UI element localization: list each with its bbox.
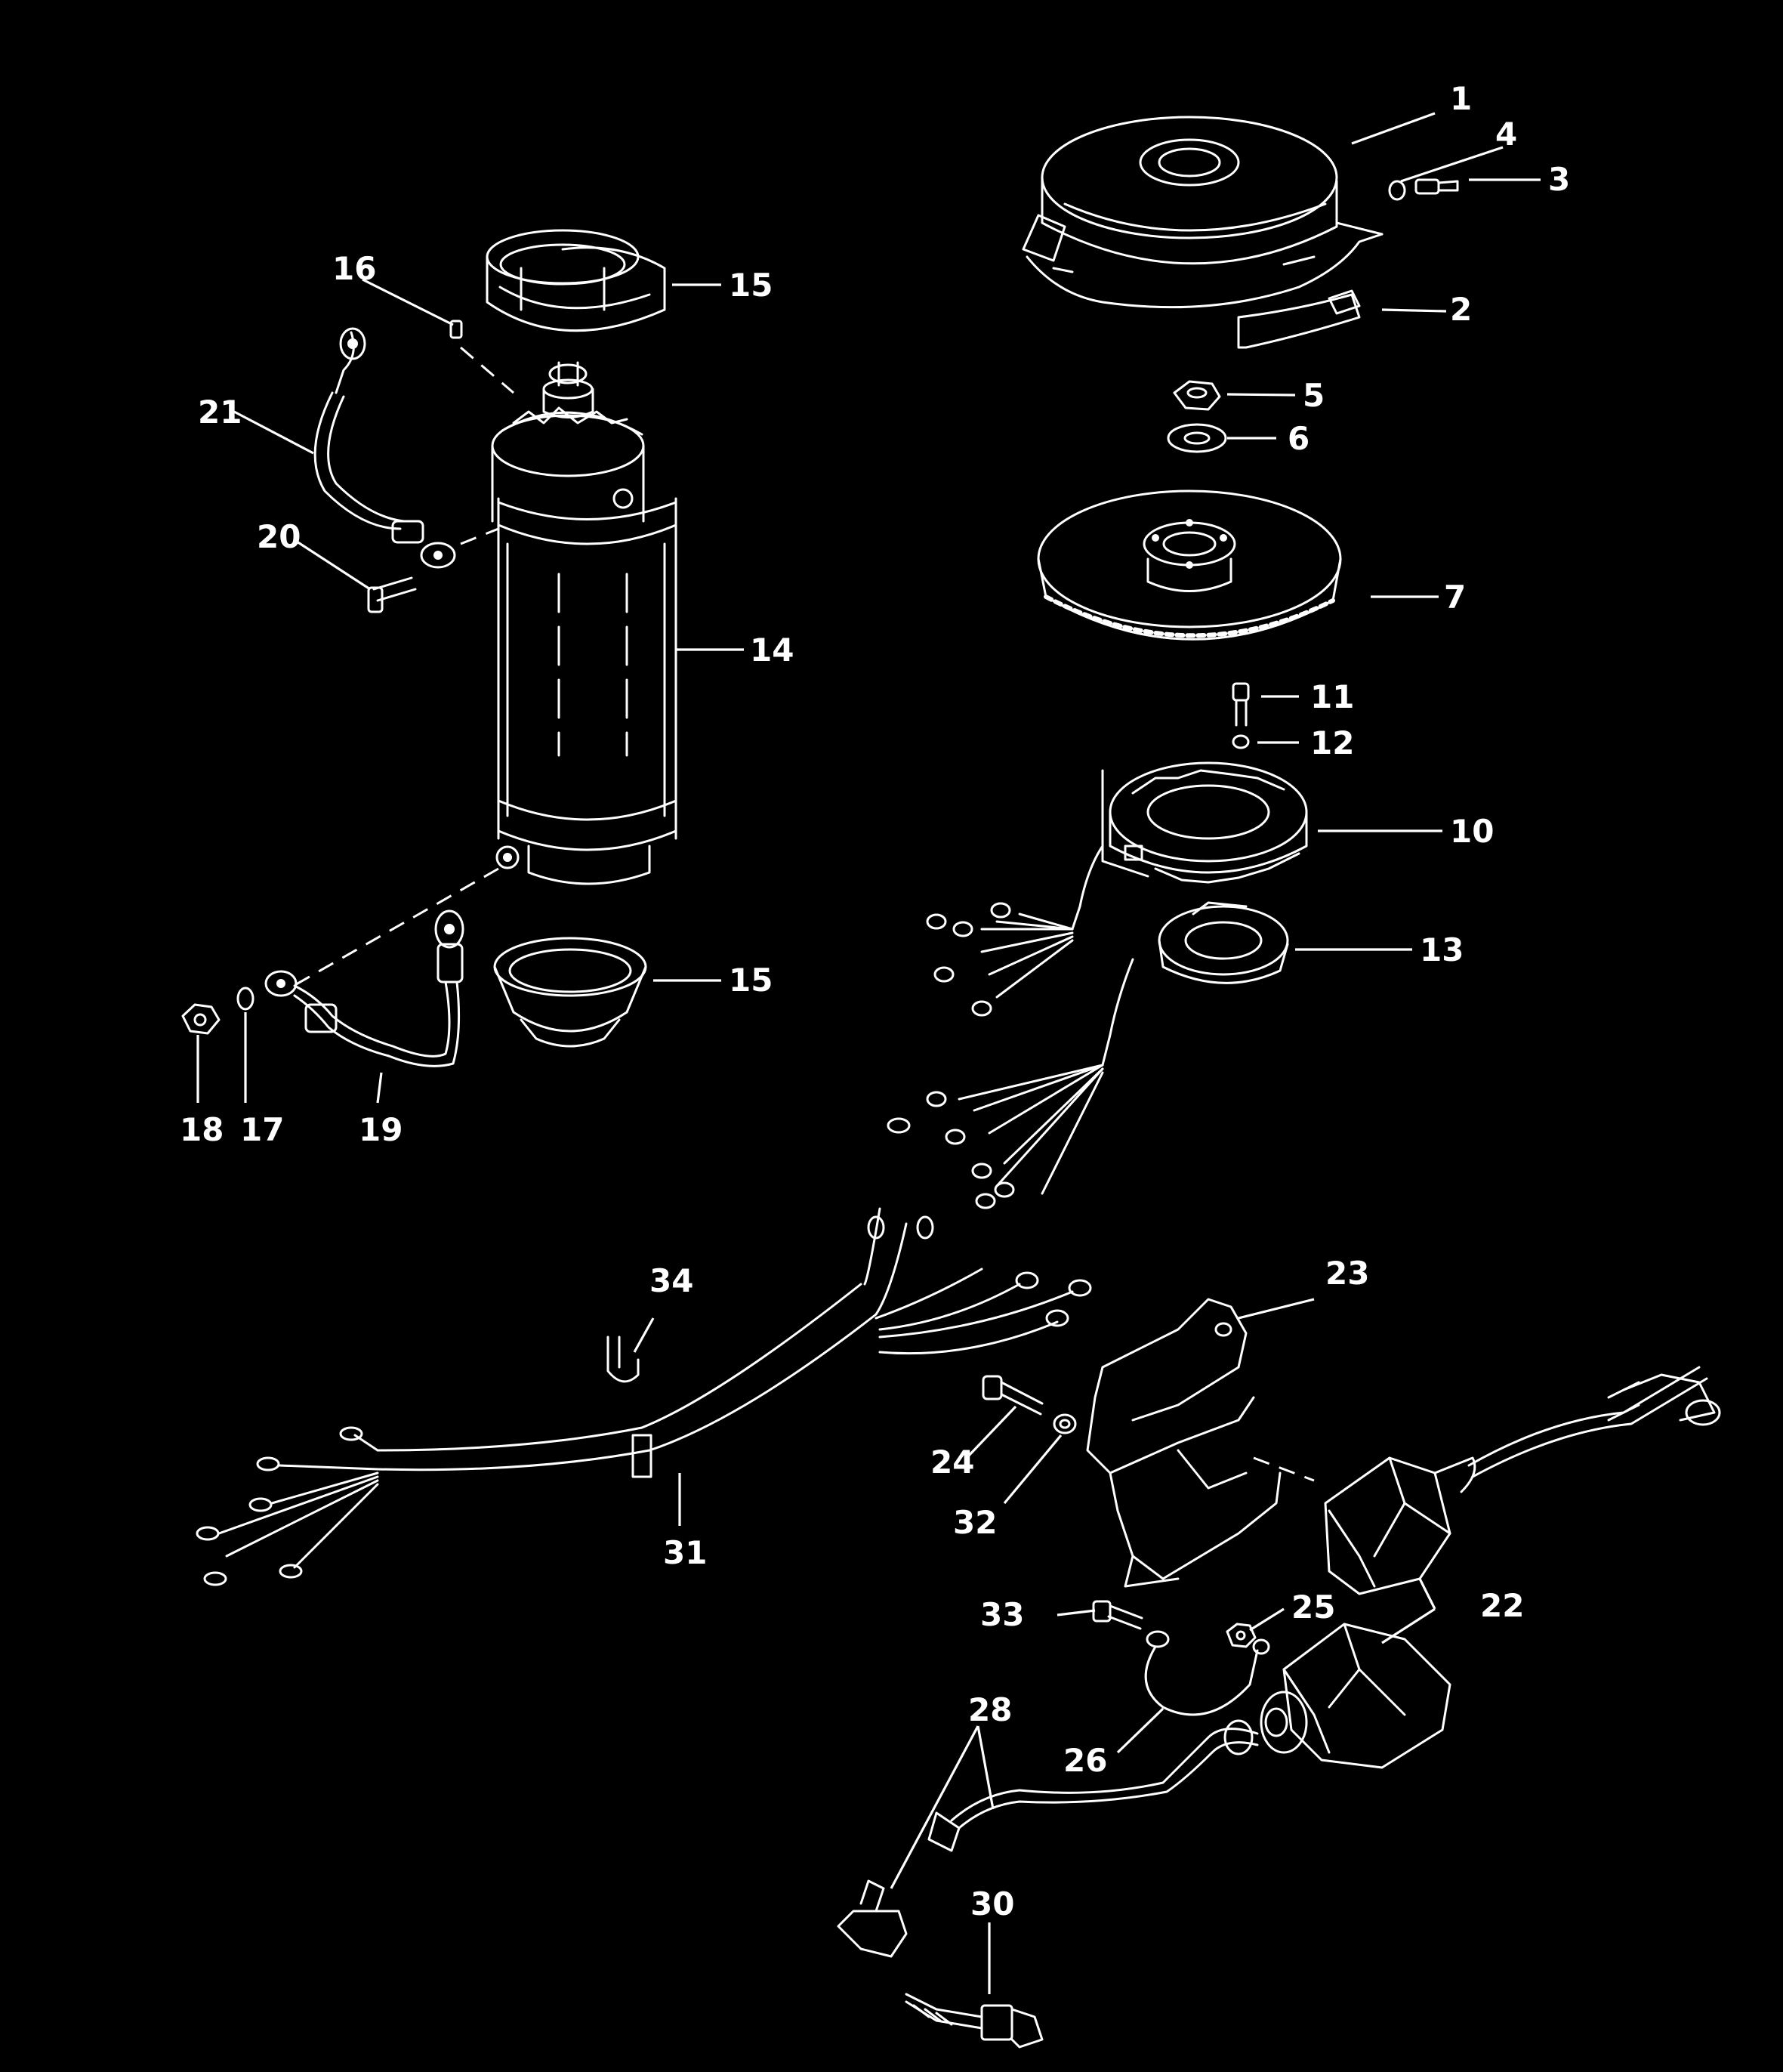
callout-19: 19 bbox=[359, 1111, 403, 1148]
callout-6: 6 bbox=[1288, 420, 1309, 457]
flywheel-7 bbox=[1037, 489, 1342, 641]
callout-26: 26 bbox=[1063, 1742, 1107, 1779]
callout-11: 11 bbox=[1310, 678, 1354, 715]
spark-plug-30 bbox=[905, 1993, 1044, 2049]
callout-18: 18 bbox=[180, 1111, 224, 1148]
coil-bracket-23 bbox=[1086, 1298, 1282, 1588]
callout-4: 4 bbox=[1495, 116, 1517, 153]
callout-10: 10 bbox=[1450, 813, 1494, 850]
callout-labels: 1 4 3 2 5 6 7 11 12 10 13 16 15 21 20 14… bbox=[180, 80, 1570, 1922]
callout-14: 14 bbox=[750, 631, 794, 669]
assembly-line-21 bbox=[460, 527, 499, 545]
callout-5: 5 bbox=[1303, 377, 1325, 414]
trigger-wire-leads bbox=[887, 1064, 1104, 1209]
callout-31: 31 bbox=[663, 1534, 707, 1571]
positive-cable-21 bbox=[313, 327, 456, 569]
clip-34 bbox=[606, 1336, 640, 1383]
callout-13: 13 bbox=[1420, 931, 1464, 968]
bolt-24 bbox=[982, 1375, 1044, 1416]
leader-lines bbox=[196, 112, 1541, 1994]
washer-12 bbox=[1232, 734, 1250, 749]
assembly-line-23 bbox=[1253, 1456, 1315, 1482]
ignition-coil-lower bbox=[1260, 1623, 1451, 1769]
callout-7: 7 bbox=[1444, 579, 1466, 616]
ground-wire-26 bbox=[1144, 1630, 1270, 1716]
nut-18 bbox=[181, 1003, 221, 1035]
callout-23: 23 bbox=[1325, 1255, 1369, 1292]
flywheel-cover bbox=[1022, 116, 1384, 309]
ignition-coil-upper bbox=[1324, 1366, 1721, 1595]
assembly-line-19 bbox=[286, 867, 499, 991]
starter-motor bbox=[491, 361, 677, 885]
screw-11 bbox=[1232, 682, 1250, 727]
screw-20 bbox=[367, 576, 417, 613]
washer-32 bbox=[1053, 1413, 1077, 1434]
stator-10 bbox=[1071, 761, 1308, 931]
callout-12: 12 bbox=[1310, 724, 1354, 761]
callout-28: 28 bbox=[968, 1691, 1012, 1728]
callout-17: 17 bbox=[240, 1111, 284, 1148]
washer-4 bbox=[1388, 180, 1406, 201]
timing-plate-2 bbox=[1237, 289, 1361, 349]
stator-wire-leads bbox=[926, 902, 1074, 1017]
trigger-13 bbox=[1101, 901, 1289, 1067]
callout-25: 25 bbox=[1291, 1589, 1335, 1626]
callout-3: 3 bbox=[1548, 161, 1570, 198]
screw-33 bbox=[1092, 1600, 1143, 1630]
starter-top-cap bbox=[486, 229, 666, 332]
callout-20: 20 bbox=[257, 518, 301, 555]
callout-21: 21 bbox=[198, 394, 242, 431]
callout-33: 33 bbox=[980, 1596, 1024, 1633]
callout-16: 16 bbox=[332, 250, 376, 287]
callout-22: 22 bbox=[1480, 1587, 1524, 1624]
callout-24: 24 bbox=[930, 1444, 974, 1481]
nut-5 bbox=[1173, 380, 1221, 411]
washer-6 bbox=[1167, 423, 1227, 453]
callout-34: 34 bbox=[649, 1262, 693, 1299]
callout-15-bottom: 15 bbox=[729, 962, 773, 999]
starter-bottom-cap bbox=[493, 937, 647, 1048]
callout-1: 1 bbox=[1450, 80, 1472, 117]
negative-cable-19 bbox=[264, 909, 464, 1067]
callout-2: 2 bbox=[1450, 291, 1472, 328]
nut-25 bbox=[1226, 1623, 1257, 1648]
clip-part-16 bbox=[449, 320, 463, 339]
wiring-harness-31 bbox=[196, 1207, 1092, 1586]
spark-plug-lead-28 bbox=[837, 1719, 1259, 1958]
screw-3 bbox=[1414, 178, 1459, 195]
assembly-line-16 bbox=[460, 346, 514, 394]
lock-washer-17 bbox=[236, 987, 254, 1011]
callout-30: 30 bbox=[970, 1885, 1014, 1922]
callout-15-top: 15 bbox=[729, 267, 773, 304]
callout-32: 32 bbox=[953, 1504, 997, 1541]
